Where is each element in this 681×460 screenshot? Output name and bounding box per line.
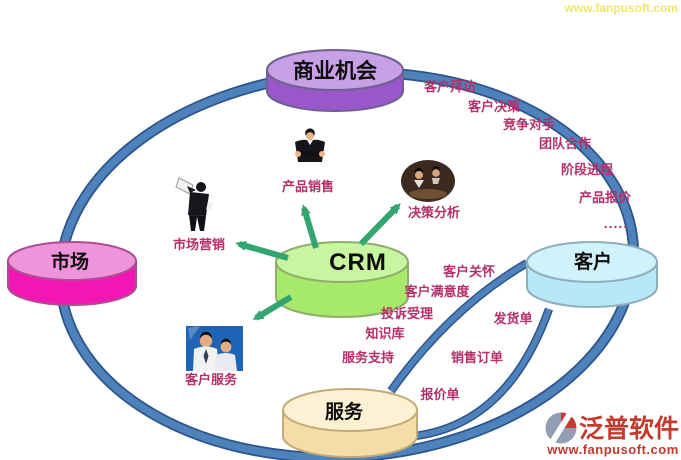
service-customer-arc-lower bbox=[414, 307, 554, 441]
label-ellipsis: ..... bbox=[604, 215, 628, 231]
label-customer-satisfaction: 客户满意度 bbox=[404, 284, 470, 299]
opportunity-label: 商业机会 bbox=[293, 59, 377, 83]
fanpu-logo: 泛普软件 www.fanpusoft.com bbox=[545, 407, 679, 457]
cylinder-customer: 客户 bbox=[526, 241, 658, 308]
crm-arrows bbox=[235, 203, 401, 321]
logo-url: www.fanpusoft.com bbox=[546, 442, 679, 457]
label-delivery-note: 发货单 bbox=[492, 311, 532, 326]
arrow-to-marketing bbox=[235, 241, 289, 261]
arrow-to-customer-service bbox=[252, 294, 293, 321]
label-stage-progress: 阶段进程 bbox=[561, 162, 613, 177]
label-customer-care: 客户关怀 bbox=[443, 264, 495, 279]
salesman-image bbox=[295, 128, 325, 162]
service-customer-arc-upper bbox=[387, 259, 530, 394]
arrow-to-decision-analysis bbox=[358, 203, 401, 247]
label-competitors: 竞争对手 bbox=[503, 117, 555, 132]
label-knowledge-base: 知识库 bbox=[365, 326, 404, 341]
label-sales-order: 销售订单 bbox=[451, 350, 503, 365]
label-customer-visit: 客户拜访 bbox=[424, 79, 476, 94]
label-decision-analysis: 决策分析 bbox=[408, 205, 460, 220]
cylinder-opportunity: 商业机会 bbox=[266, 49, 404, 112]
label-quotation: 报价单 bbox=[420, 387, 459, 402]
label-customer-decision: 客户决策 bbox=[468, 99, 521, 114]
crm-label: CRM bbox=[329, 249, 387, 276]
label-marketing: 市场营销 bbox=[173, 237, 225, 252]
marketing-megaphone-image bbox=[175, 177, 213, 231]
label-teamwork: 团队合作 bbox=[539, 136, 591, 151]
customer-label: 客户 bbox=[574, 250, 612, 273]
market-label: 市场 bbox=[51, 250, 89, 273]
top-right-watermark: www.fanpusoft.com bbox=[563, 1, 678, 15]
label-complaint-handling: 投诉受理 bbox=[381, 306, 433, 321]
label-product-sales: 产品销售 bbox=[282, 179, 334, 194]
label-product-quote: 产品报价 bbox=[579, 190, 632, 205]
cylinder-market: 市场 bbox=[7, 241, 137, 306]
label-service-support: 服务支持 bbox=[342, 350, 394, 365]
arrow-to-product-sales bbox=[301, 204, 319, 249]
decision-analysis-image bbox=[401, 160, 455, 202]
logo-text: 泛普软件 bbox=[579, 414, 679, 443]
cylinder-service: 服务 bbox=[282, 388, 418, 458]
label-customer-service: 客户服务 bbox=[185, 372, 238, 387]
customer-service-image bbox=[186, 326, 243, 371]
service-label: 服务 bbox=[325, 400, 364, 423]
